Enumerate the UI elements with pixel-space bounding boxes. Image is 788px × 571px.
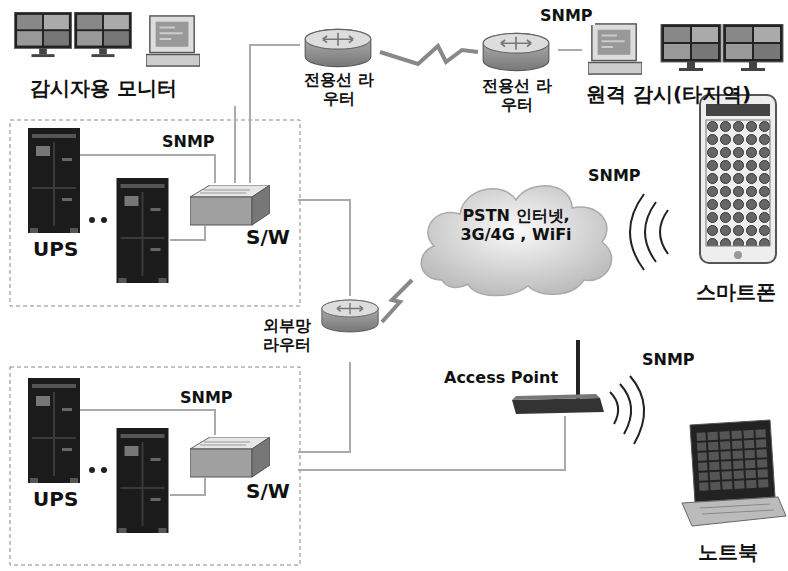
network-cable (298, 362, 350, 452)
node-label: UPS (33, 237, 78, 261)
network-switch: S/W (188, 183, 298, 255)
node-label: 원격 감시(타지역) (586, 82, 751, 106)
leased-line-router: 전용선 라우터 (478, 30, 558, 122)
remote-monitor: 원격 감시(타지역) (582, 20, 786, 112)
ups-group: UPS (25, 125, 176, 289)
node-label: S/W (246, 479, 290, 503)
protocol-label: SNMP (178, 388, 235, 407)
wireless-link (382, 280, 412, 322)
wireless-link (380, 46, 478, 64)
laptop: 노트북 (672, 418, 786, 568)
protocol-label: SNMP (640, 350, 697, 369)
node-label: 노트북 (698, 540, 758, 564)
network-cable (558, 49, 582, 51)
protocol-label: SNMP (586, 166, 643, 185)
network-switch: S/W (188, 435, 298, 507)
protocol-label: SNMP (538, 6, 595, 25)
node-label: 감시자용 모니터 (30, 76, 177, 100)
ups-group: UPS (25, 375, 176, 537)
network-cable (298, 416, 565, 470)
monitor-station: 감시자용 모니터 (10, 8, 242, 106)
node-label: 스마트폰 (696, 280, 776, 304)
protocol-label: SNMP (160, 132, 217, 151)
node-label: UPS (33, 487, 78, 511)
node-label: 전용선 라우터 (300, 70, 378, 108)
network-cloud: PSTN 인터넷, 3G/4G , WiFi (412, 172, 620, 302)
node-label: 외부망 라우터 (254, 316, 320, 354)
smartphone: 스마트폰 (690, 92, 786, 314)
network-cable (250, 45, 300, 183)
external-router: 외부망 라우터 (252, 296, 382, 362)
network-cable (234, 106, 236, 183)
node-label: S/W (246, 225, 290, 249)
network-cable (176, 155, 215, 183)
network-cable (176, 410, 215, 435)
node-label: 전용선 라우터 (478, 76, 556, 114)
node-label: Access Point (444, 368, 558, 387)
leased-line-router: 전용선 라우터 (300, 26, 380, 122)
node-label: PSTN 인터넷, 3G/4G , WiFi (448, 206, 584, 244)
network-cable (298, 200, 350, 296)
access-point: Access Point (440, 336, 606, 416)
